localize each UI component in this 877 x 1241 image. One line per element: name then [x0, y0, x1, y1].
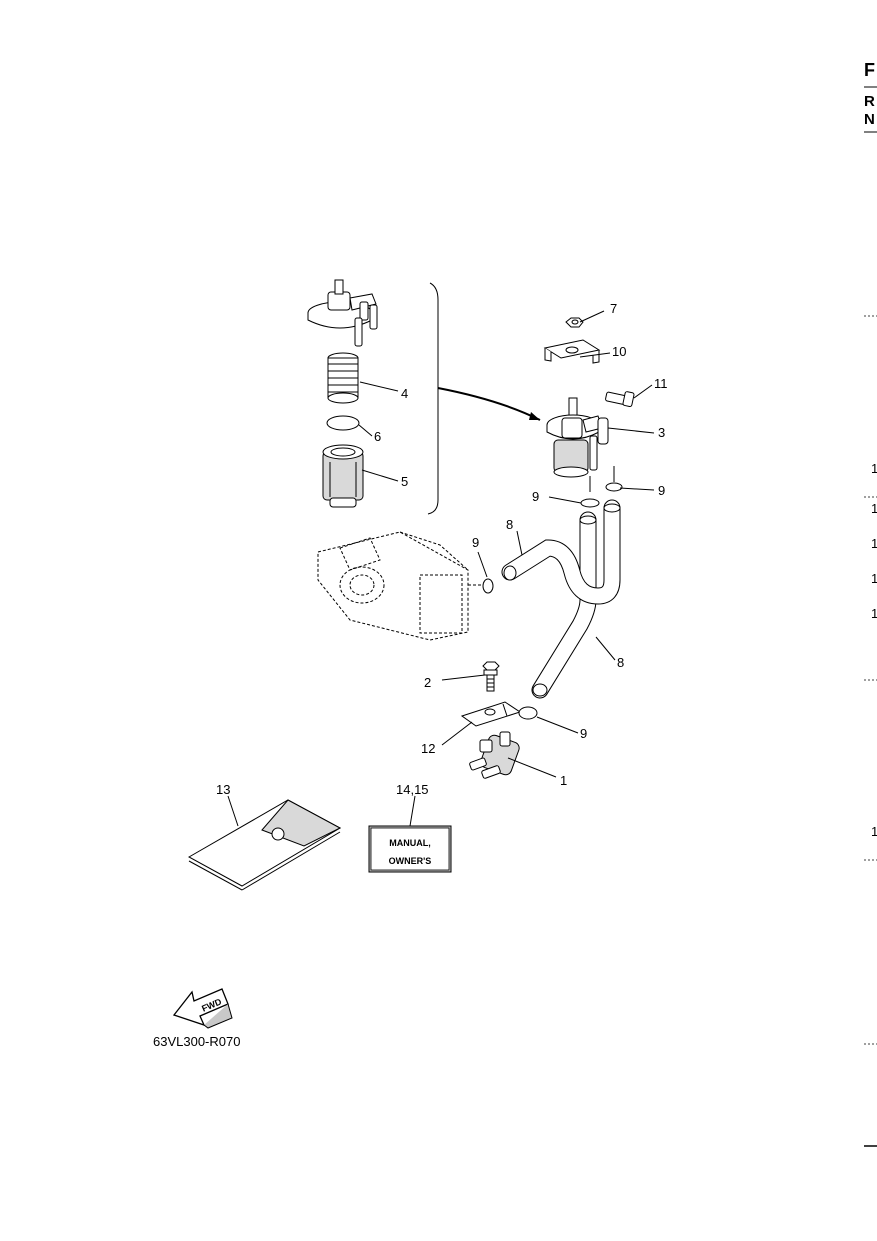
fuel-joint-assembly — [460, 661, 538, 779]
callout-9: 9 — [658, 483, 665, 498]
hose-clip-drawing — [580, 498, 600, 508]
callout-9: 9 — [472, 535, 479, 550]
filter-exploded-view — [307, 279, 541, 515]
callout-5: 5 — [401, 474, 408, 489]
callout-10: 10 — [612, 344, 626, 359]
callout-11: 11 — [654, 376, 668, 391]
fuel-hoses — [501, 499, 621, 699]
drawing-code: 63VL300-R070 — [153, 1034, 240, 1049]
callout-labels: 7 10 11 3 4 6 5 9 9 8 9 8 2 9 12 1 13 14… — [216, 301, 668, 797]
bracket-drawing — [543, 339, 601, 364]
manual-label-line2: OWNER'S — [389, 856, 432, 866]
assembly-arrow — [437, 387, 541, 421]
manual-label-drawing: MANUAL, OWNER'S — [368, 825, 452, 873]
callout-12: 12 — [421, 741, 435, 756]
hose-clip-drawing — [482, 578, 494, 594]
group-bracket — [427, 282, 439, 515]
manual-set: MANUAL, OWNER'S — [187, 799, 452, 891]
callout-3: 3 — [658, 425, 665, 440]
hose-clip-drawing — [605, 482, 623, 492]
edge-mark: 1 — [871, 606, 877, 621]
callout-4: 4 — [401, 386, 408, 401]
filter-element-drawing — [327, 352, 359, 404]
leader-lines — [227, 310, 655, 827]
callout-9: 9 — [532, 489, 539, 504]
fuel-filter-assembly — [543, 317, 635, 508]
edge-header-r: R — [864, 93, 875, 110]
right-page-edge: F R N 1 1 1 1 1 1 — [864, 60, 877, 1147]
carburetor-drawing — [317, 531, 494, 641]
callout-14-15: 14,15 — [396, 782, 429, 797]
edge-mark: 1 — [871, 536, 877, 551]
edge-mark: 1 — [871, 461, 877, 476]
callout-8: 8 — [617, 655, 624, 670]
o-ring-drawing — [326, 415, 360, 431]
bolt-drawing — [482, 661, 500, 692]
manual-label-line1: MANUAL, — [389, 838, 431, 848]
fwd-arrow-icon: FWD — [172, 988, 233, 1029]
filter-cup-drawing — [322, 444, 364, 508]
edge-mark: 1 — [871, 501, 877, 516]
callout-13: 13 — [216, 782, 230, 797]
edge-mark: 1 — [871, 824, 877, 839]
manual-envelope-drawing — [187, 799, 342, 891]
callout-1: 1 — [560, 773, 567, 788]
callout-2: 2 — [424, 675, 431, 690]
bolt-drawing — [605, 391, 635, 408]
filter-head-drawing — [307, 279, 378, 347]
callout-8: 8 — [506, 517, 513, 532]
edge-header-n: N — [864, 111, 875, 128]
edge-mark: 1 — [871, 571, 877, 586]
callout-6: 6 — [374, 429, 381, 444]
hose-clip-drawing — [518, 706, 538, 720]
nut-drawing — [565, 317, 584, 328]
edge-header-f: F — [864, 60, 875, 80]
callout-7: 7 — [610, 301, 617, 316]
callout-9: 9 — [580, 726, 587, 741]
